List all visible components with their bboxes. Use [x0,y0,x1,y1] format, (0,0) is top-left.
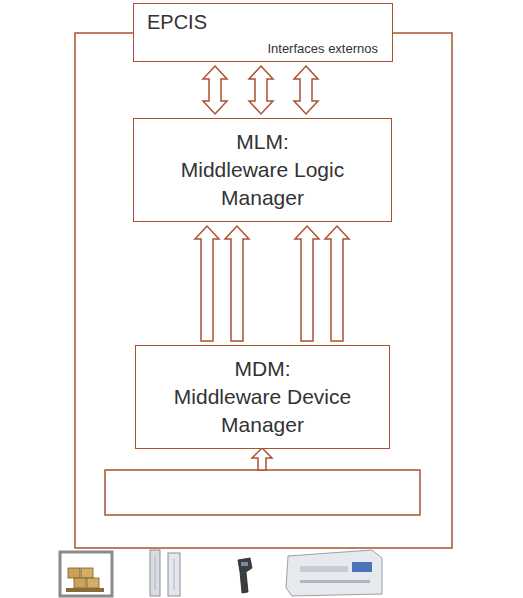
hollow-arrow [203,66,227,114]
outer-frame [75,33,452,548]
hollow-arrow [249,66,273,114]
hollow-arrow [295,226,319,341]
hollow-arrow [225,226,249,341]
portal-pallet-icon [60,552,112,596]
hollow-arrow [294,66,318,114]
box-heading: MDM: [235,355,291,383]
box-body: Middleware Device Manager [158,383,368,439]
box-body: Middleware Logic Manager [146,156,379,212]
handheld-scanner-icon [238,558,252,593]
box-heading: MLM: [236,128,289,156]
hollow-arrow [195,226,219,341]
reader-interface-box [105,470,420,515]
printer-reader-icon [286,550,382,596]
gate-antenna-icon [150,550,180,596]
logic-manager-box: MLM:Middleware Logic Manager [133,118,392,222]
hollow-arrow [252,448,272,470]
system-subtitle: Interfaces externos [267,40,378,57]
external-system-box: EPCIS Interfaces externos [133,3,393,62]
hollow-arrow [325,226,349,341]
system-name: EPCIS [147,9,207,36]
device-manager-box: MDM:Middleware Device Manager [135,345,390,449]
